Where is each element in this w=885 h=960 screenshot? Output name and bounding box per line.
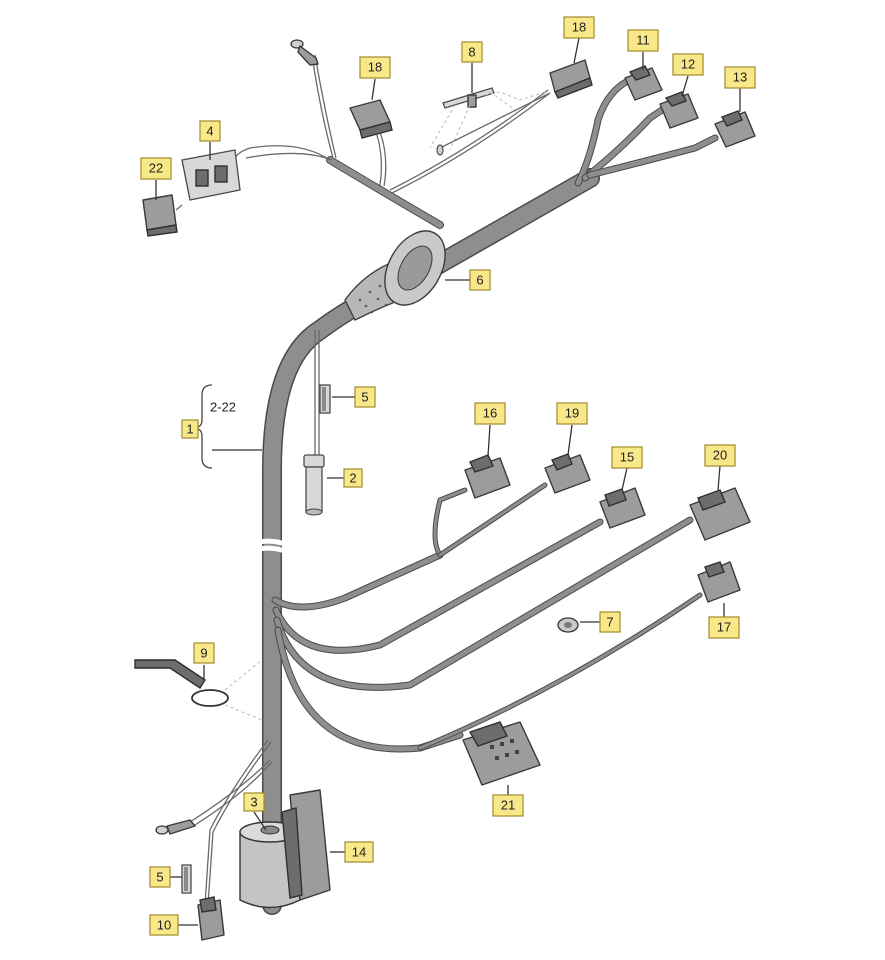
- connector-part-13: [714, 110, 756, 148]
- wire-guide-part-8: [429, 87, 551, 156]
- callout-22: 22: [140, 157, 172, 200]
- svg-text:13: 13: [733, 70, 747, 85]
- connector-part-17: [697, 561, 741, 603]
- svg-text:11: 11: [636, 33, 650, 48]
- callout-5-lower: 5: [149, 866, 182, 888]
- callout-4: 4: [199, 120, 221, 160]
- svg-text:16: 16: [483, 406, 497, 421]
- connector-part-18-left: [349, 99, 393, 139]
- callout-7: 7: [580, 611, 621, 633]
- callout-20: 20: [704, 444, 736, 491]
- callout-17: 17: [708, 603, 740, 639]
- svg-text:7: 7: [606, 615, 613, 630]
- svg-text:22: 22: [149, 161, 163, 176]
- lower-left-wires: [189, 739, 273, 906]
- connector-part-15: [599, 487, 646, 529]
- svg-text:18: 18: [572, 20, 586, 35]
- svg-text:5: 5: [361, 390, 368, 405]
- svg-text:12: 12: [681, 57, 695, 72]
- callout-2: 2: [327, 468, 363, 488]
- callout-13: 13: [724, 66, 756, 112]
- svg-text:3: 3: [250, 795, 257, 810]
- callout-range-label: 2-22: [210, 400, 236, 415]
- svg-text:8: 8: [468, 45, 475, 60]
- callout-8: 8: [461, 41, 483, 93]
- callout-6: 6: [445, 269, 491, 291]
- callout-18-right: 18: [563, 16, 595, 64]
- svg-text:5: 5: [156, 870, 163, 885]
- callout-11: 11: [627, 29, 659, 70]
- svg-text:10: 10: [157, 918, 171, 933]
- svg-text:4: 4: [206, 124, 213, 139]
- upper-right-wires: [574, 76, 719, 187]
- connector-part-18-right: [549, 59, 593, 99]
- svg-text:17: 17: [717, 620, 731, 635]
- callout-3: 3: [243, 792, 267, 831]
- connector-part-21: [462, 721, 541, 786]
- ground-ring-terminal-top: [290, 39, 319, 66]
- bracket-part-14: [281, 789, 331, 901]
- sensor-part-2: [303, 454, 325, 516]
- svg-text:15: 15: [620, 450, 634, 465]
- plug-part-7: [557, 617, 579, 633]
- callout-5-upper: 5: [332, 386, 376, 408]
- cable-tie-part-9: [134, 659, 263, 721]
- upper-branch-wires: [234, 54, 551, 229]
- callout-10: 10: [149, 914, 198, 936]
- svg-text:1: 1: [186, 422, 193, 437]
- callout-19: 19: [556, 402, 588, 456]
- clip-part-5-lower: [181, 864, 192, 894]
- connector-part-11: [624, 65, 663, 101]
- svg-text:14: 14: [352, 845, 366, 860]
- svg-text:2: 2: [349, 471, 356, 486]
- lower-branch-wires: [271, 482, 703, 753]
- group-bracket: [194, 384, 262, 469]
- svg-text:6: 6: [476, 273, 483, 288]
- callout-16: 16: [474, 402, 506, 457]
- callout-21: 21: [492, 785, 524, 817]
- callout-9: 9: [193, 642, 215, 680]
- grommet-part-6: [344, 230, 446, 321]
- connector-part-10: [197, 896, 225, 941]
- svg-text:21: 21: [501, 798, 515, 813]
- callouts: 1 2-22 2 3 4 5 5: [140, 16, 756, 936]
- svg-text:9: 9: [200, 646, 207, 661]
- connector-part-19: [544, 453, 591, 494]
- svg-text:19: 19: [565, 406, 579, 421]
- callout-1: 1: [181, 419, 199, 439]
- callout-18-left: 18: [359, 56, 391, 101]
- callout-14: 14: [330, 841, 374, 863]
- callout-15: 15: [611, 446, 643, 491]
- svg-text:20: 20: [713, 448, 727, 463]
- clip-part-5-upper: [319, 384, 331, 414]
- holder-part-22: [142, 194, 183, 237]
- sensor-wire-part-2: [314, 330, 320, 455]
- connector-part-20: [689, 487, 751, 541]
- svg-text:18: 18: [368, 60, 382, 75]
- bracket-part-4: [181, 149, 241, 201]
- callout-12: 12: [672, 53, 704, 97]
- ring-terminal-lower: [155, 819, 196, 835]
- connector-part-16: [464, 454, 511, 499]
- connector-part-12: [659, 91, 699, 129]
